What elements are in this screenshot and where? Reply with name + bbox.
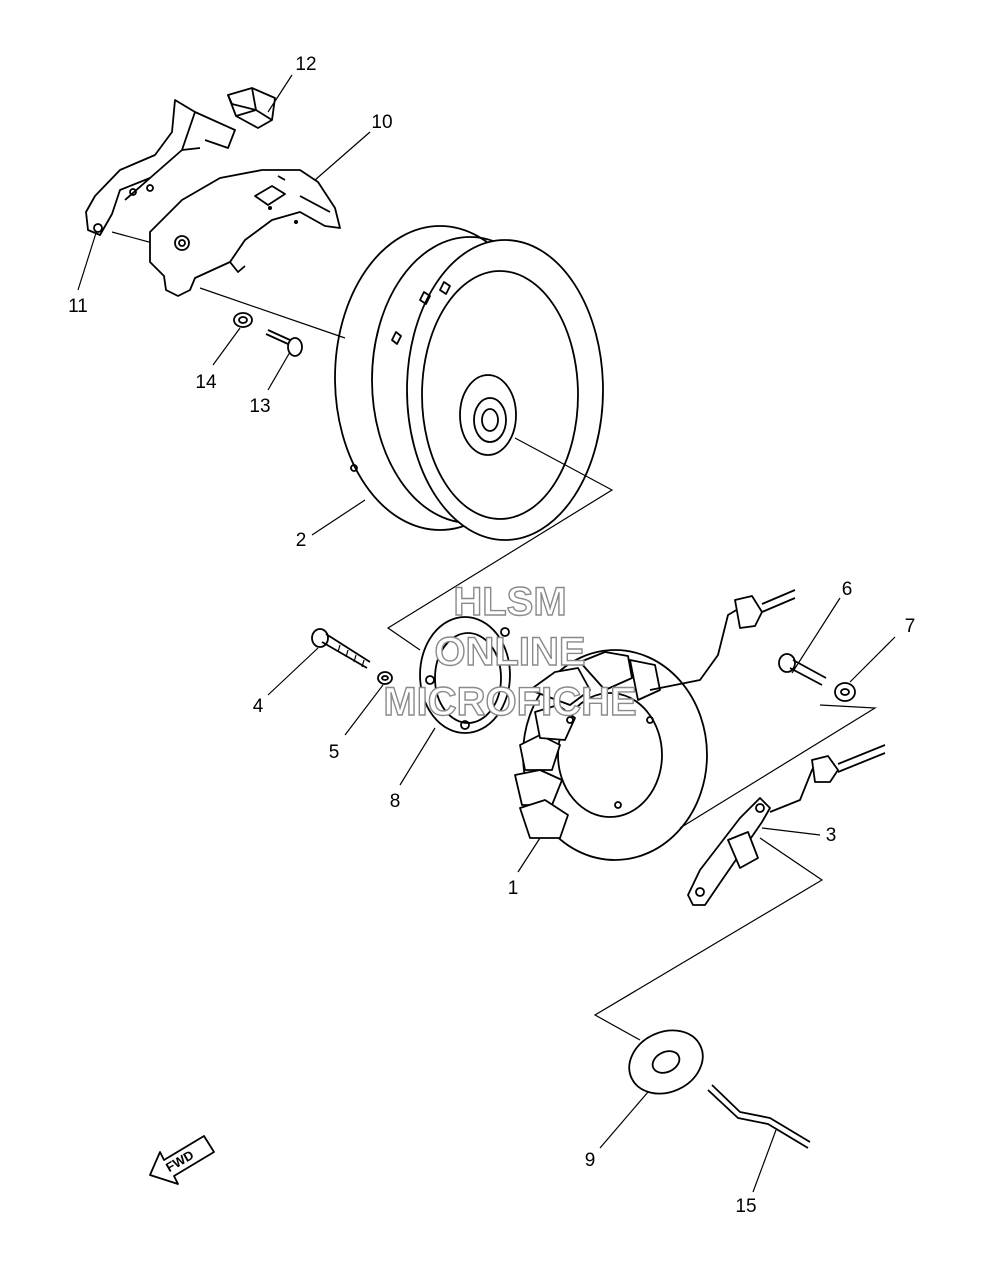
- callout-7: 7: [905, 616, 916, 637]
- callout-8: 8: [390, 791, 401, 812]
- callout-6: 6: [842, 579, 853, 600]
- part-15-clip: [707, 1084, 811, 1149]
- callout-labels: 12 10 11 14 13 2 4 5 8 1 6 7 3 9 15: [68, 54, 915, 1217]
- watermark-line3: MICROFICHE: [383, 680, 636, 724]
- assembly-lines: [199, 287, 877, 1041]
- callout-4: 4: [253, 696, 264, 717]
- part-13-screw: [265, 329, 303, 357]
- callout-15: 15: [735, 1196, 756, 1217]
- watermark-line1: HLSM: [453, 580, 566, 624]
- part-6-screw: [778, 653, 827, 686]
- watermark-line2: ONLINE: [434, 630, 585, 674]
- part-11-bracket: [85, 99, 236, 246]
- callout-10: 10: [371, 112, 392, 133]
- part-12-connector: [227, 87, 276, 129]
- callout-14: 14: [195, 372, 217, 393]
- callout-12: 12: [295, 54, 316, 75]
- part-8-gasket: [419, 616, 511, 734]
- part-4-bolt: [311, 628, 371, 669]
- callout-2: 2: [296, 530, 307, 551]
- part-1-stator: [514, 589, 796, 861]
- leader-lines: [77, 74, 896, 1193]
- fwd-arrow: FWD: [149, 1135, 215, 1185]
- part-5-washer: [377, 671, 393, 685]
- watermark: HLSM ONLINE MICROFICHE: [383, 579, 638, 724]
- callout-11: 11: [68, 296, 88, 317]
- part-2-flywheel: [334, 225, 604, 541]
- callout-9: 9: [585, 1150, 596, 1171]
- part-9-washer: [628, 1029, 704, 1095]
- callout-3: 3: [826, 825, 837, 846]
- part-14-nut: [233, 312, 253, 328]
- part-3-pickup-coil: [687, 744, 886, 906]
- callout-1: 1: [508, 878, 519, 899]
- callout-13: 13: [249, 396, 270, 417]
- callout-5: 5: [329, 742, 340, 763]
- part-7-washer: [834, 682, 856, 702]
- part-10-cover: [149, 169, 341, 297]
